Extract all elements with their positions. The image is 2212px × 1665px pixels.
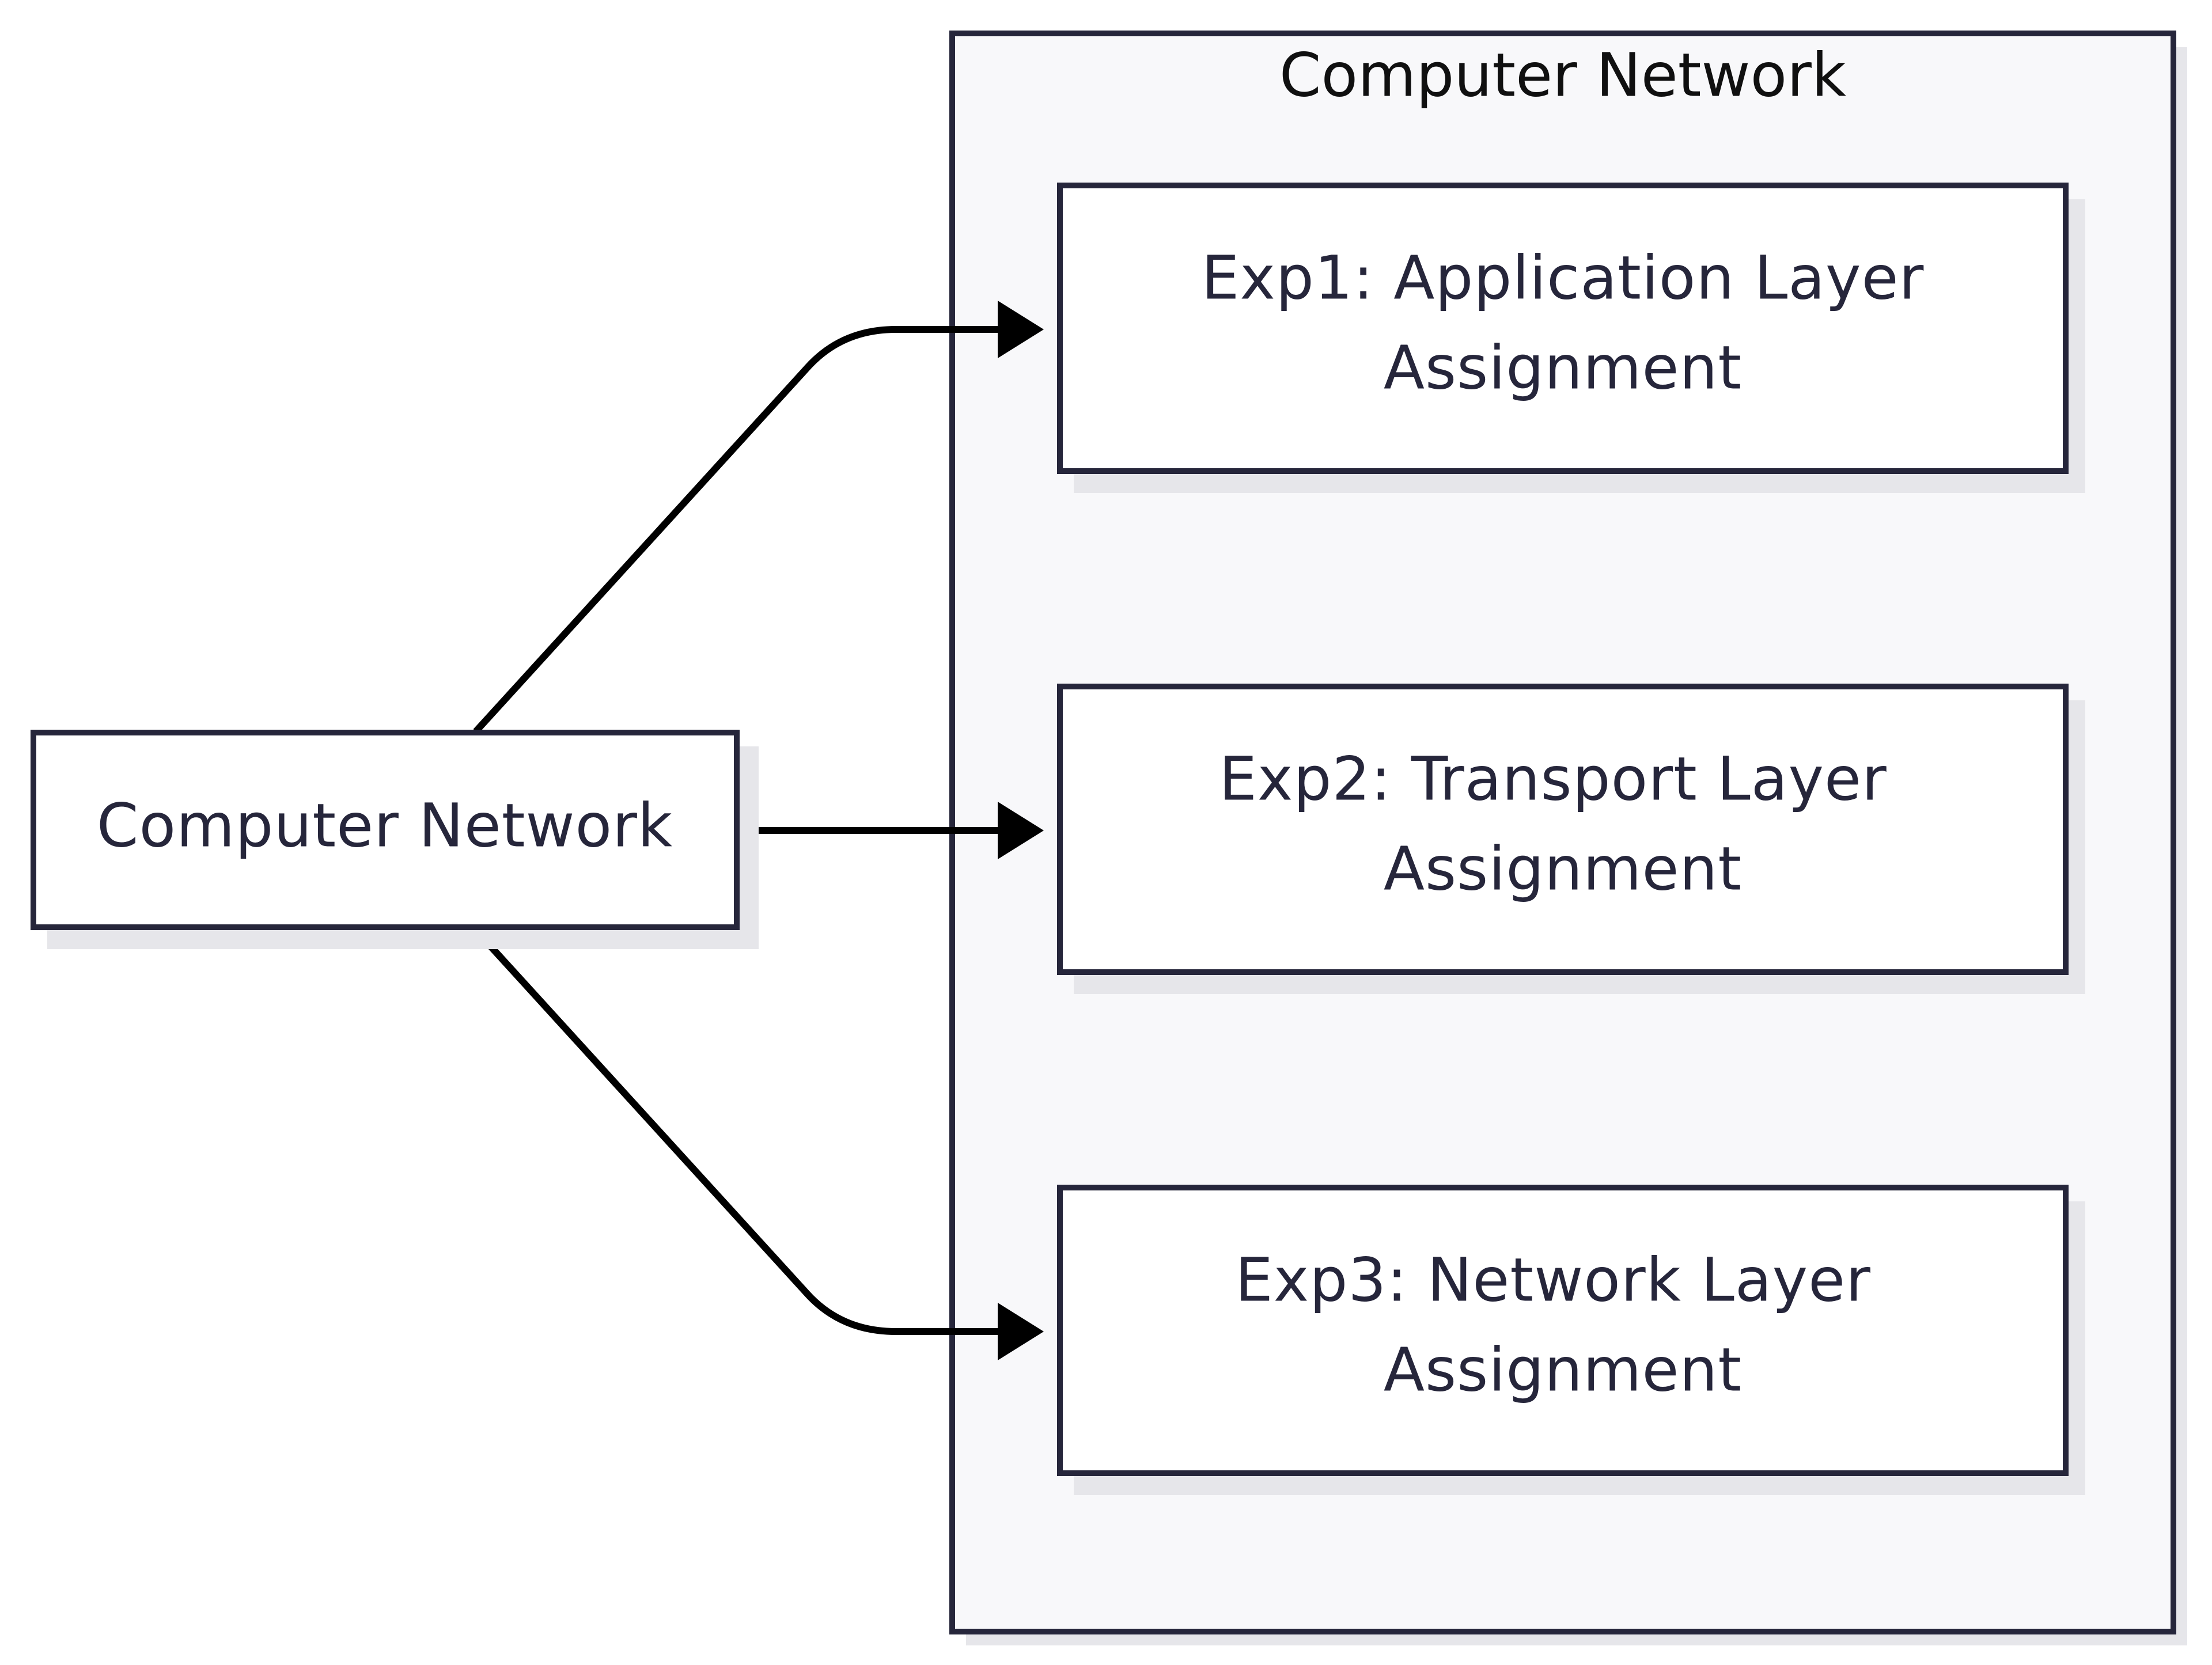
- node-label-line1: Exp1: Application Layer: [1202, 242, 1925, 313]
- node-label-line1: Exp3: Network Layer: [1235, 1245, 1871, 1315]
- node-box: [1057, 684, 2069, 975]
- node-label: Computer Network: [97, 790, 673, 860]
- node-computer-network[interactable]: Computer Network: [31, 730, 759, 949]
- node-label-line2: Assignment: [1384, 833, 1742, 904]
- node-exp3[interactable]: Exp3: Network Layer Assignment: [1057, 1185, 2085, 1495]
- cluster-title: Computer Network: [1279, 40, 1846, 110]
- node-exp1[interactable]: Exp1: Application Layer Assignment: [1057, 183, 2085, 493]
- node-box: [1057, 183, 2069, 474]
- node-label-line2: Assignment: [1384, 1334, 1742, 1405]
- node-label-line1: Exp2: Transport Layer: [1219, 744, 1887, 814]
- edge-to-exp1: [473, 326, 1002, 734]
- arrowhead-exp2: [998, 802, 1044, 859]
- arrowhead-exp1: [998, 301, 1044, 358]
- edge-to-exp3: [473, 927, 1002, 1335]
- node-label-line2: Assignment: [1384, 332, 1742, 403]
- node-box: [1057, 1185, 2069, 1476]
- node-box: [31, 730, 740, 930]
- node-exp2[interactable]: Exp2: Transport Layer Assignment: [1057, 684, 2085, 994]
- edges: [473, 326, 1002, 1335]
- arrowhead-exp3: [998, 1303, 1044, 1360]
- arrowheads: [998, 301, 1044, 1360]
